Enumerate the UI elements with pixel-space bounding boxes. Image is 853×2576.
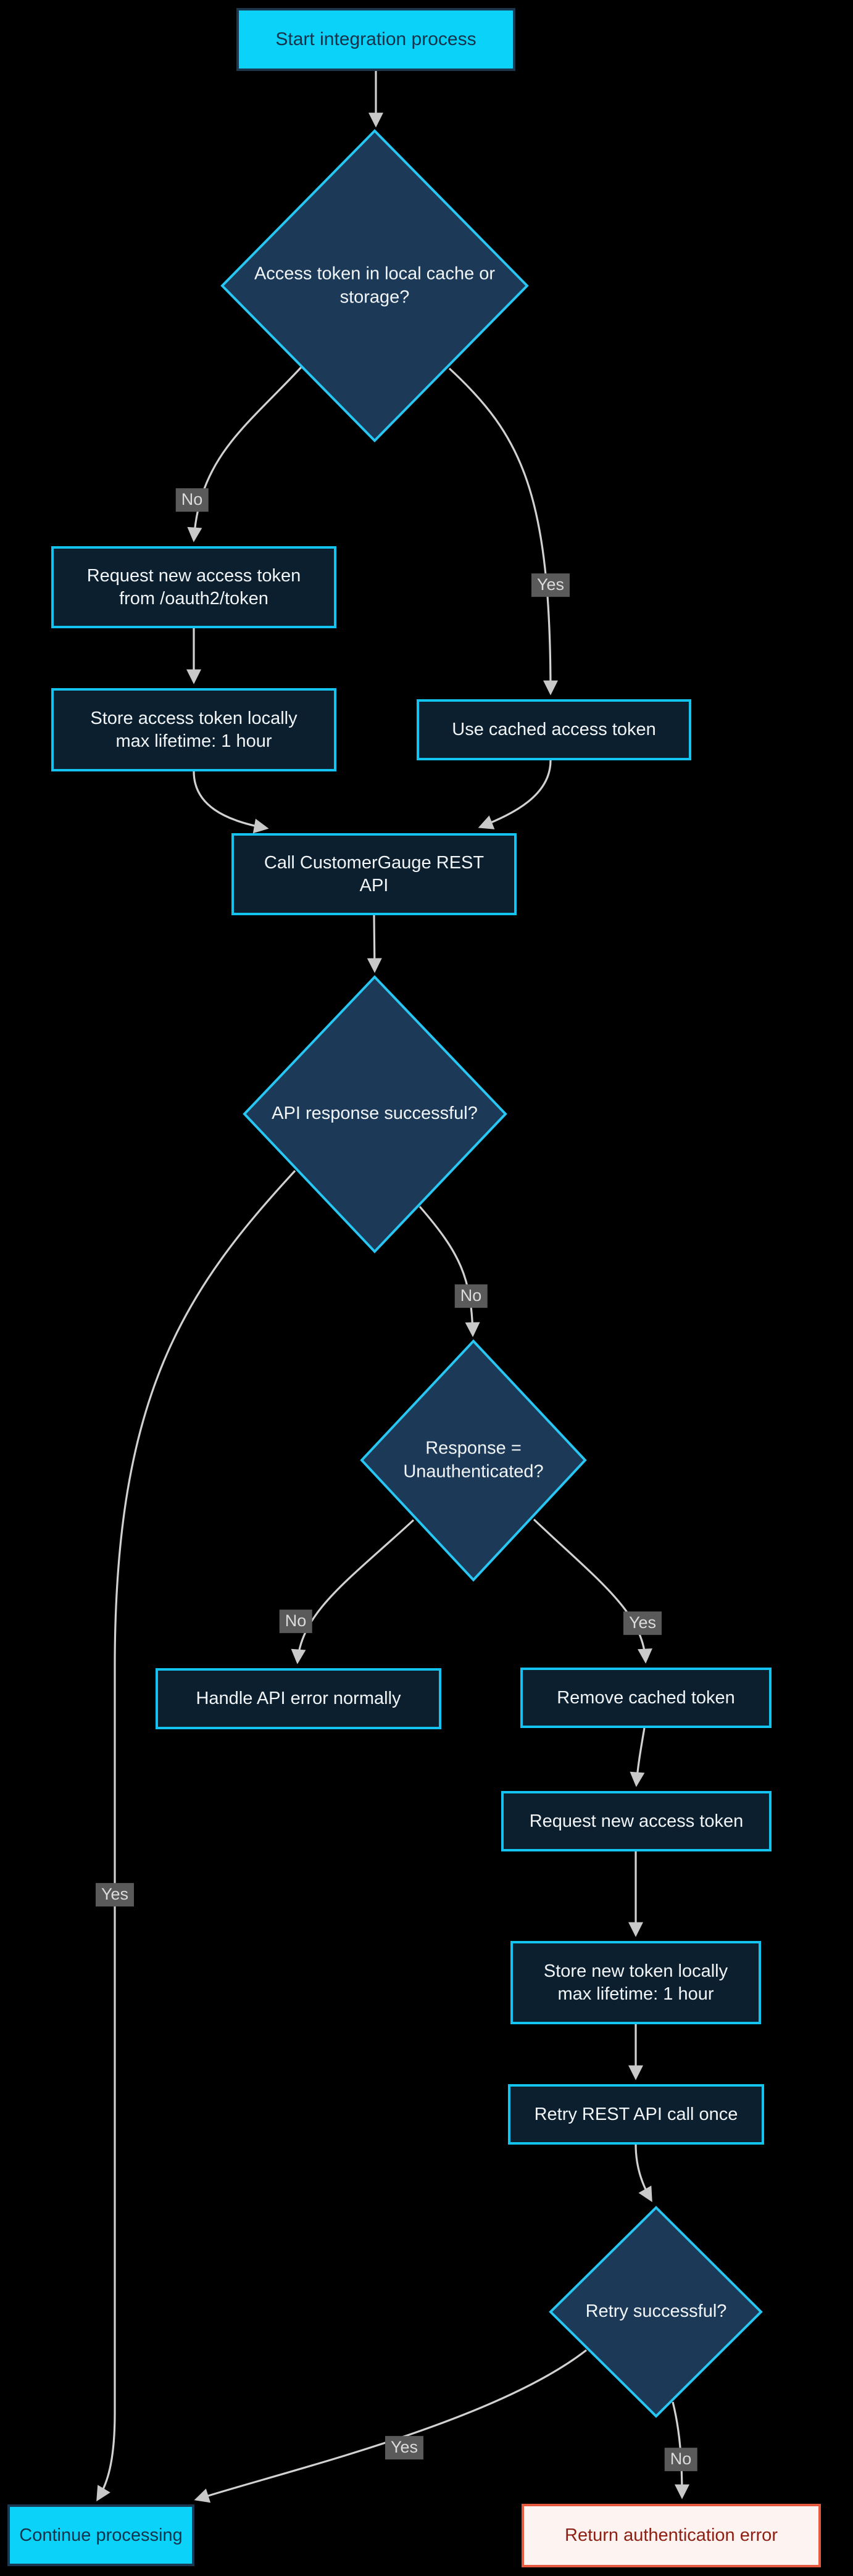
- edge-label-retrysuccess-no: No: [664, 2448, 697, 2471]
- process-use-cached-token: Use cached access token: [417, 699, 691, 760]
- start-node: Start integration process: [236, 8, 515, 71]
- decision-api-success-shape: [243, 975, 507, 1253]
- edge-label-retrysuccess-yes: Yes: [385, 2436, 424, 2459]
- edge-apisuccess-no: [418, 1205, 480, 1337]
- process-use-cached-token-label: Use cached access token: [452, 720, 656, 740]
- decision-access-token-shape: [220, 129, 529, 442]
- process-retry-api-call-label: Retry REST API call once: [534, 2104, 738, 2124]
- edge-retry-to-retrysuccess: [635, 2144, 652, 2203]
- process-store-token: Store access token locally max lifetime:…: [51, 688, 336, 771]
- decision-access-token-label: Access token in local cache or storage?: [254, 264, 496, 307]
- edge-label-unauth-no: No: [279, 1610, 312, 1633]
- edge-label-apisuccess-no: No: [454, 1284, 488, 1308]
- edge-usecached-to-call: [478, 760, 552, 829]
- process-store-new-token: Store new token locally max lifetime: 1 …: [510, 1941, 761, 2024]
- decision-retry-success-label: Retry successful?: [585, 2301, 727, 2322]
- decision-unauthenticated-shape: [360, 1339, 587, 1582]
- edge-remove-to-request2: [630, 1727, 646, 1787]
- edge-store-to-call: [193, 771, 269, 834]
- decision-api-success-label: API response successful?: [272, 1103, 478, 1124]
- edge-retrysuccess-yes: [194, 2349, 587, 2503]
- edge-label-check-no: No: [175, 488, 209, 512]
- process-call-rest-api: Call CustomerGauge REST API: [231, 833, 517, 915]
- edge-unauth-no: [291, 1519, 415, 1664]
- process-remove-cached-token: Remove cached token: [520, 1668, 772, 1728]
- edge-check-no: [187, 366, 302, 542]
- edge-label-check-yes: Yes: [531, 573, 570, 597]
- continue-processing-label: Continue processing: [19, 2525, 183, 2545]
- edge-retrysuccess-no: [672, 2401, 689, 2499]
- process-request-new-token-label: Request new access token from /oauth2/to…: [86, 566, 301, 609]
- process-retry-api-call: Retry REST API call once: [508, 2084, 764, 2145]
- start-node-label: Start integration process: [275, 29, 476, 50]
- decision-unauthenticated-label: Response = Unauthenticated?: [403, 1438, 544, 1481]
- edge-label-apisuccess-yes: Yes: [95, 1883, 135, 1906]
- process-store-token-label: Store access token locally max lifetime:…: [90, 708, 298, 751]
- process-request-new-token: Request new access token from /oauth2/to…: [51, 546, 336, 628]
- edge-call-to-apisuccess: [367, 915, 382, 973]
- process-remove-cached-token-label: Remove cached token: [557, 1687, 735, 1708]
- process-store-new-token-label: Store new token locally max lifetime: 1 …: [543, 1961, 728, 2004]
- continue-processing-node: Continue processing: [7, 2504, 194, 2566]
- edge-check-yes: [448, 367, 558, 696]
- process-call-rest-api-label: Call CustomerGauge REST API: [264, 853, 485, 895]
- process-request-new-token-2-label: Request new access token: [529, 1811, 744, 1831]
- edge-unauth-yes: [533, 1518, 652, 1664]
- decision-retry-success-shape: [549, 2206, 763, 2418]
- process-handle-api-error: Handle API error normally: [156, 1668, 441, 1729]
- process-request-new-token-2: Request new access token: [501, 1791, 772, 1851]
- edge-label-unauth-yes: Yes: [623, 1611, 662, 1635]
- process-handle-api-error-label: Handle API error normally: [196, 1689, 401, 1709]
- auth-error-node: Return authentication error: [522, 2504, 821, 2567]
- edge-apisuccess-yes: [96, 1170, 296, 2502]
- auth-error-label: Return authentication error: [565, 2525, 778, 2546]
